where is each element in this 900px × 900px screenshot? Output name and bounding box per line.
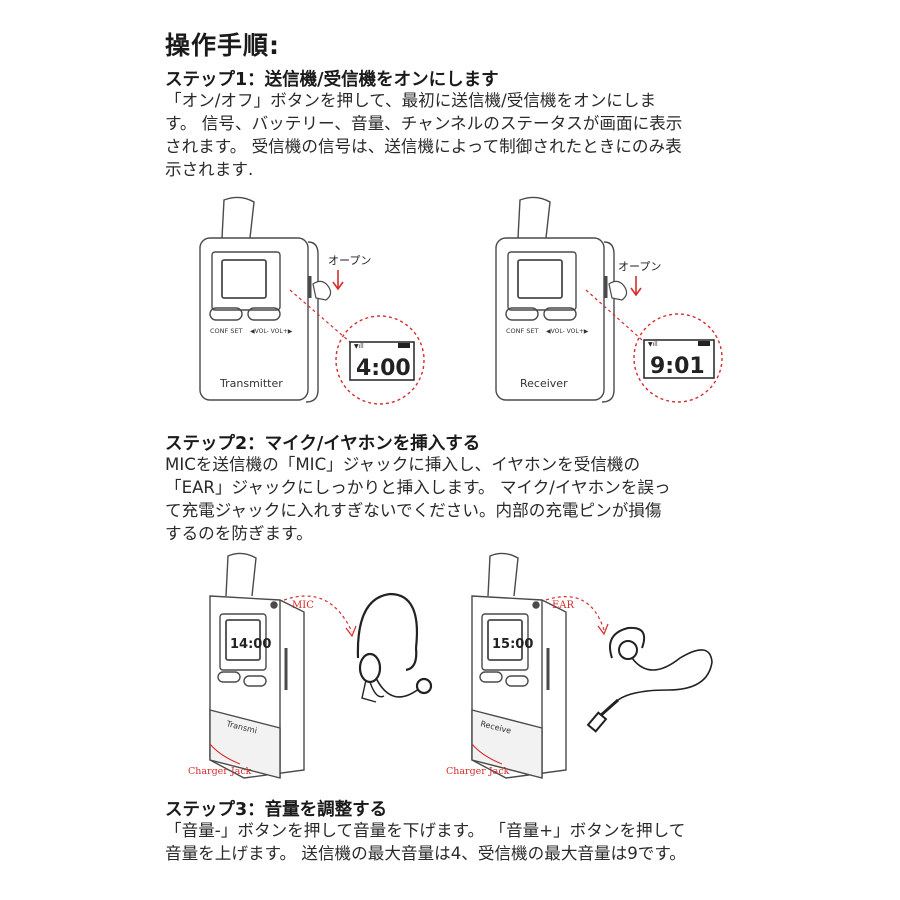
display-digits-right: 9:01 xyxy=(650,354,705,379)
open-label-right: オープン xyxy=(618,260,661,273)
step1-line-3: されます。 受信機の信号は、送信機によって制御されたときにのみ表 xyxy=(165,137,682,156)
charger-pointer-left xyxy=(209,743,241,765)
receiver-label: Receiver xyxy=(520,377,568,390)
step3-body: 「音量-」ボタンを押して音量を下げます。 「音量+」ボタンを押して 音量を上げま… xyxy=(165,819,805,865)
figure-power-on: CONF SET ◀VOL- VOL+▶ Transmitter オープン ▼ı… xyxy=(199,196,723,405)
receiver-device xyxy=(495,196,615,403)
step1-line-1: 「オン/オフ」ボタンを押して、最初に送信機/受信機をオンにしま xyxy=(165,91,657,110)
zoom-display-right: ▼ıll 9:01 xyxy=(633,313,723,403)
open-label-left: オープン xyxy=(328,254,371,267)
ear-arrow xyxy=(545,596,605,631)
arrow-head-icon xyxy=(597,623,609,636)
step2-line-4: するのを防ぎます。 xyxy=(165,524,313,543)
mic-arrow xyxy=(283,595,353,633)
step2-heading: ステップ2：マイク/イヤホンを挿入する xyxy=(165,434,481,454)
charger-jack-label-right: Charger Jack xyxy=(446,766,510,777)
arrow-head-icon xyxy=(345,625,357,638)
display-digits-left: 4:00 xyxy=(356,356,411,381)
pointing-finger-icon xyxy=(608,280,628,301)
charger-jack-label-left: Charger Jack xyxy=(188,766,252,777)
step2-body: MICを送信機の「MIC」ジャックに挿入し、イヤホンを受信機の 「EAR」ジャッ… xyxy=(165,453,805,545)
ear-label: EAR xyxy=(552,600,575,611)
step1-line-4: 示されます. xyxy=(165,160,254,179)
receiver-device-perspective xyxy=(471,552,567,779)
tx-display-digits: 14:00 xyxy=(230,637,271,652)
rx-button-labels: CONF SET xyxy=(506,327,539,335)
transmitter-label: Transmitter xyxy=(219,377,283,390)
step3-heading: ステップ3：音量を調整する xyxy=(165,800,388,820)
step3-line-2: 音量を上げます。 送信機の最大音量は4、受信機の最大音量は9です。 xyxy=(165,844,686,863)
zoom-line-left xyxy=(289,289,351,343)
step1-line-2: す。 信号、バッテリー、音量、チャンネルのステータスが画面に表示 xyxy=(165,114,683,133)
step2-line-2: 「EAR」ジャックにしっかりと挿入します。 マイク/イヤホンを誤っ xyxy=(165,478,671,497)
down-arrow-icon xyxy=(630,276,642,297)
down-arrow-icon xyxy=(332,270,344,291)
transmitter-device xyxy=(199,196,319,403)
step2-line-1: MICを送信機の「MIC」ジャックに挿入し、イヤホンを受信機の xyxy=(165,455,641,474)
page-title: 操作手順: xyxy=(165,31,280,60)
zoom-line-right xyxy=(585,289,643,341)
headset-microphone-icon xyxy=(356,592,433,703)
figure-mic-earphone: 14:00 Transmi Charger Jack MIC xyxy=(188,552,713,779)
svg-text:▼ıll: ▼ıll xyxy=(648,341,658,348)
rx-display-digits: 15:00 xyxy=(492,637,533,652)
pointing-finger-icon xyxy=(312,280,332,301)
step1-body: 「オン/オフ」ボタンを押して、最初に送信機/受信機をオンにしま す。 信号、バッ… xyxy=(165,89,805,181)
transmitter-device-perspective xyxy=(209,552,305,779)
rx-vol-labels: ◀VOL- VOL+▶ xyxy=(546,328,589,335)
mic-label: MIC xyxy=(292,600,314,611)
tx-vol-labels: ◀VOL- VOL+▶ xyxy=(250,328,293,335)
zoom-display-left: ▼ıll 4:00 xyxy=(335,315,425,405)
tx-button-labels: CONF SET xyxy=(210,327,243,335)
step2-line-3: て充電ジャックに入れすぎないでください。内部の充電ピンが損傷 xyxy=(165,501,662,520)
step1-heading: ステップ1：送信機/受信機をオンにします xyxy=(165,70,499,90)
charger-pointer-right xyxy=(471,743,503,765)
earphone-icon xyxy=(586,626,713,733)
svg-text:▼ıll: ▼ıll xyxy=(354,343,364,350)
step3-line-1: 「音量-」ボタンを押して音量を下げます。 「音量+」ボタンを押して xyxy=(165,821,686,840)
